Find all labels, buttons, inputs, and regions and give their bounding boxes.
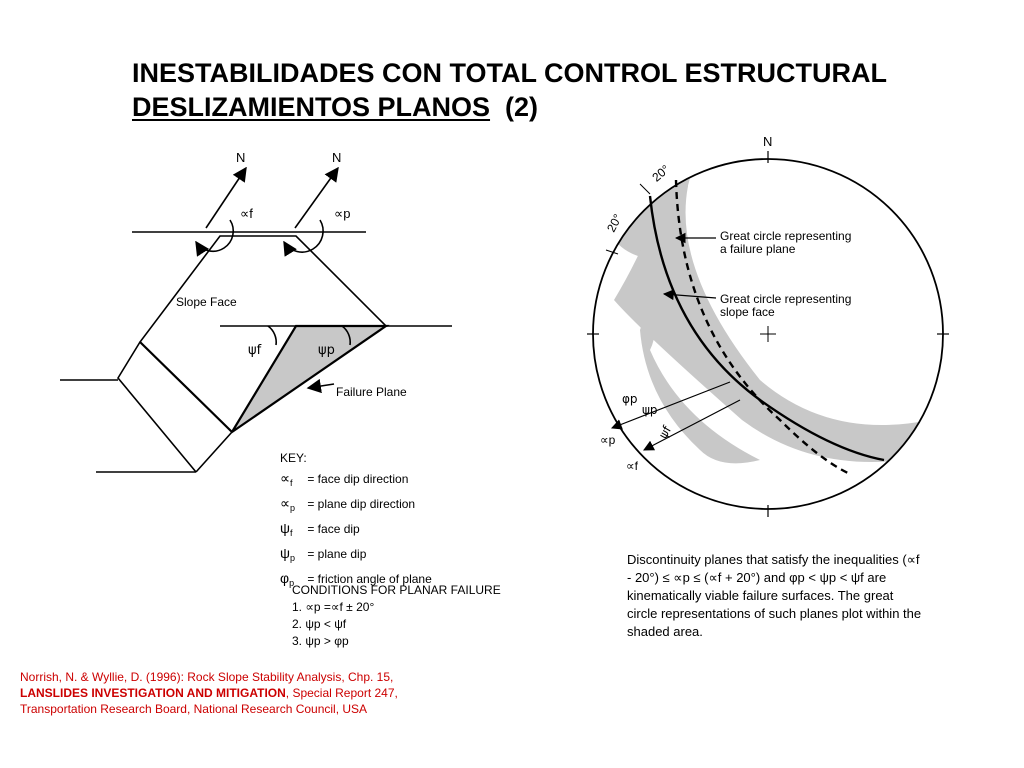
slope-circle-label-2: slope face xyxy=(720,305,775,319)
twenty-deg-tick-upper xyxy=(639,183,651,195)
alpha-p-arrow xyxy=(610,381,731,430)
alpha-p-arc xyxy=(283,219,324,257)
psi-p-label: ψp xyxy=(318,343,335,358)
psi-p-stereo-label: ψp xyxy=(642,403,658,417)
north-label-1: N xyxy=(236,150,245,165)
condition-item: 3. ψp > φp xyxy=(292,634,349,648)
great-circle-failure-plane xyxy=(674,179,851,476)
alpha-f-arc xyxy=(195,219,235,257)
alpha-f-arrow xyxy=(643,399,741,451)
key-legend: KEY: ∝f = face dip direction ∝p = plane … xyxy=(280,448,432,593)
great-circle-slope-face xyxy=(648,195,885,462)
alpha-p-label: ∝p xyxy=(334,206,351,221)
shaded-band-lower xyxy=(640,300,760,464)
psi-f-stereo-label: ψf xyxy=(656,423,675,441)
north-arrow-2 xyxy=(294,166,339,229)
key-item: ψp = plane dip xyxy=(280,545,367,563)
citation-title: LANSLIDES INVESTIGATION AND MITIGATION xyxy=(20,686,286,700)
north-label-2: N xyxy=(332,150,341,165)
psi-f-arc xyxy=(267,325,277,346)
condition-item: 2. ψp < ψf xyxy=(292,617,347,631)
title-line-2-underlined: DESLIZAMIENTOS PLANOS xyxy=(132,92,491,122)
pointer-slope-circle xyxy=(662,289,717,301)
key-item: φp = friction angle of plane xyxy=(280,570,432,588)
alpha-f-stereo-label: ∝f xyxy=(626,459,639,473)
condition-item: 1. ∝p =∝f ± 20° xyxy=(292,600,375,614)
key-item: ψf = face dip xyxy=(280,520,360,538)
angle-label-upper: 20° xyxy=(649,162,672,185)
slope-face-label: Slope Face xyxy=(176,295,237,309)
twenty-deg-tick-lower xyxy=(605,249,619,255)
citation-line-3: Transportation Research Board, National … xyxy=(20,702,368,716)
title-line-2-suffix: (2) xyxy=(505,92,539,122)
page-title: INESTABILIDADES CON TOTAL CONTROL ESTRUC… xyxy=(132,56,887,124)
alpha-p-stereo-label: ∝p xyxy=(600,433,616,447)
lower-block-outline xyxy=(117,341,197,473)
shaded-band-main xyxy=(614,178,930,463)
psi-f-label: ψf xyxy=(248,343,262,358)
title-line-2: DESLIZAMIENTOS PLANOS (2) xyxy=(132,90,887,124)
citation: Norrish, N. & Wyllie, D. (1996): Rock Sl… xyxy=(20,669,398,717)
key-heading: KEY: xyxy=(280,451,307,465)
failure-circle-label-2: a failure plane xyxy=(720,242,796,256)
psi-p-arc xyxy=(341,325,351,346)
slope-circle-label-1: Great circle representing xyxy=(720,292,851,306)
angle-label-lower: 20° xyxy=(604,212,625,235)
failure-plane-label: Failure Plane xyxy=(336,385,407,399)
stereonet xyxy=(587,151,949,517)
citation-line-2: LANSLIDES INVESTIGATION AND MITIGATION, … xyxy=(20,686,398,700)
conditions-list: CONDITIONS FOR PLANAR FAILURE 1. ∝p =∝f … xyxy=(292,582,501,650)
key-item: ∝p = plane dip direction xyxy=(280,495,416,513)
lower-face-edge xyxy=(139,341,233,433)
failure-circle-label-1: Great circle representing xyxy=(720,229,851,243)
title-line-1: INESTABILIDADES CON TOTAL CONTROL ESTRUC… xyxy=(132,58,887,88)
failure-plane-pointer xyxy=(306,378,335,394)
conditions-heading: CONDITIONS FOR PLANAR FAILURE xyxy=(292,583,501,597)
citation-line-1: Norrish, N. & Wyllie, D. (1996): Rock Sl… xyxy=(20,670,394,684)
alpha-f-label: ∝f xyxy=(240,206,253,221)
north-arrow-1 xyxy=(205,166,247,229)
key-item: ∝f = face dip direction xyxy=(280,470,409,488)
stereonet-north-label: N xyxy=(763,134,772,149)
slope-block-diagram xyxy=(60,166,452,473)
stereonet-caption: Discontinuity planes that satisfy the in… xyxy=(627,552,922,639)
block-base-edge xyxy=(195,431,233,473)
phi-p-label: φp xyxy=(622,392,638,406)
